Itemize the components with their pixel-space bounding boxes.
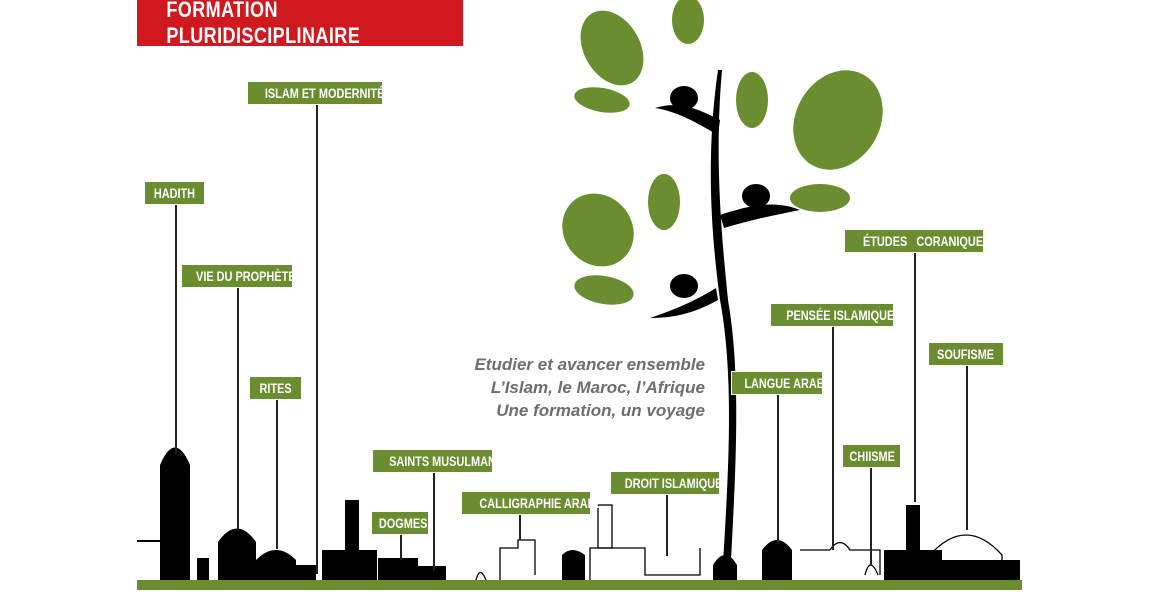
label-chiisme: CHIISME xyxy=(842,444,901,468)
label-islam-et-modernite: ISLAM ET MODERNITÉ xyxy=(247,81,384,105)
skyline xyxy=(137,447,1020,580)
connector-line xyxy=(870,467,872,565)
label-soufisme: SOUFISME xyxy=(928,342,1004,366)
title-text: FORMATION PLURIDISCIPLINAIRE xyxy=(166,0,361,48)
connector-line xyxy=(433,471,435,571)
label-rites: RITES xyxy=(249,376,302,400)
connector-line xyxy=(832,326,834,550)
connector-line xyxy=(276,399,278,549)
ground-bar xyxy=(137,580,1022,590)
label-vie-du-prophete: VIE DU PROPHÈTE xyxy=(181,264,296,288)
slogan-line: Etudier et avancer ensemble xyxy=(474,355,705,374)
slogan: Etudier et avancer ensemble L’Islam, le … xyxy=(400,353,705,422)
label-langue-arabe: LANGUE ARABE xyxy=(731,371,832,395)
connector-line xyxy=(316,104,318,574)
connector-line xyxy=(666,494,668,556)
label-etudes-coraniques: ÉTUDES CORANIQUES xyxy=(844,229,990,253)
connector-line xyxy=(400,533,402,560)
label-droit-islamique: DROIT ISLAMIQUE xyxy=(610,471,722,495)
connector-line xyxy=(175,204,177,454)
connector-line xyxy=(237,287,239,530)
label-hadith: HADITH xyxy=(144,181,205,205)
section-title: FORMATION PLURIDISCIPLINAIRE xyxy=(137,0,463,48)
connector-line xyxy=(777,394,779,544)
slogan-line: L’Islam, le Maroc, l’Afrique xyxy=(490,378,705,397)
label-dogmes: DOGMES xyxy=(371,511,429,535)
label-pensee-islamique: PENSÉE ISLAMIQUE xyxy=(770,303,894,327)
label-calligraphie-arabe: CALLIGRAPHIE ARABE xyxy=(461,491,603,515)
leaves xyxy=(562,0,883,305)
connector-line xyxy=(914,252,916,502)
tree xyxy=(650,70,800,580)
slogan-line: Une formation, un voyage xyxy=(496,401,705,420)
connector-line xyxy=(519,514,521,540)
connector-line xyxy=(966,365,968,530)
label-saints-musulmans: SAINTS MUSULMANS xyxy=(372,449,503,473)
